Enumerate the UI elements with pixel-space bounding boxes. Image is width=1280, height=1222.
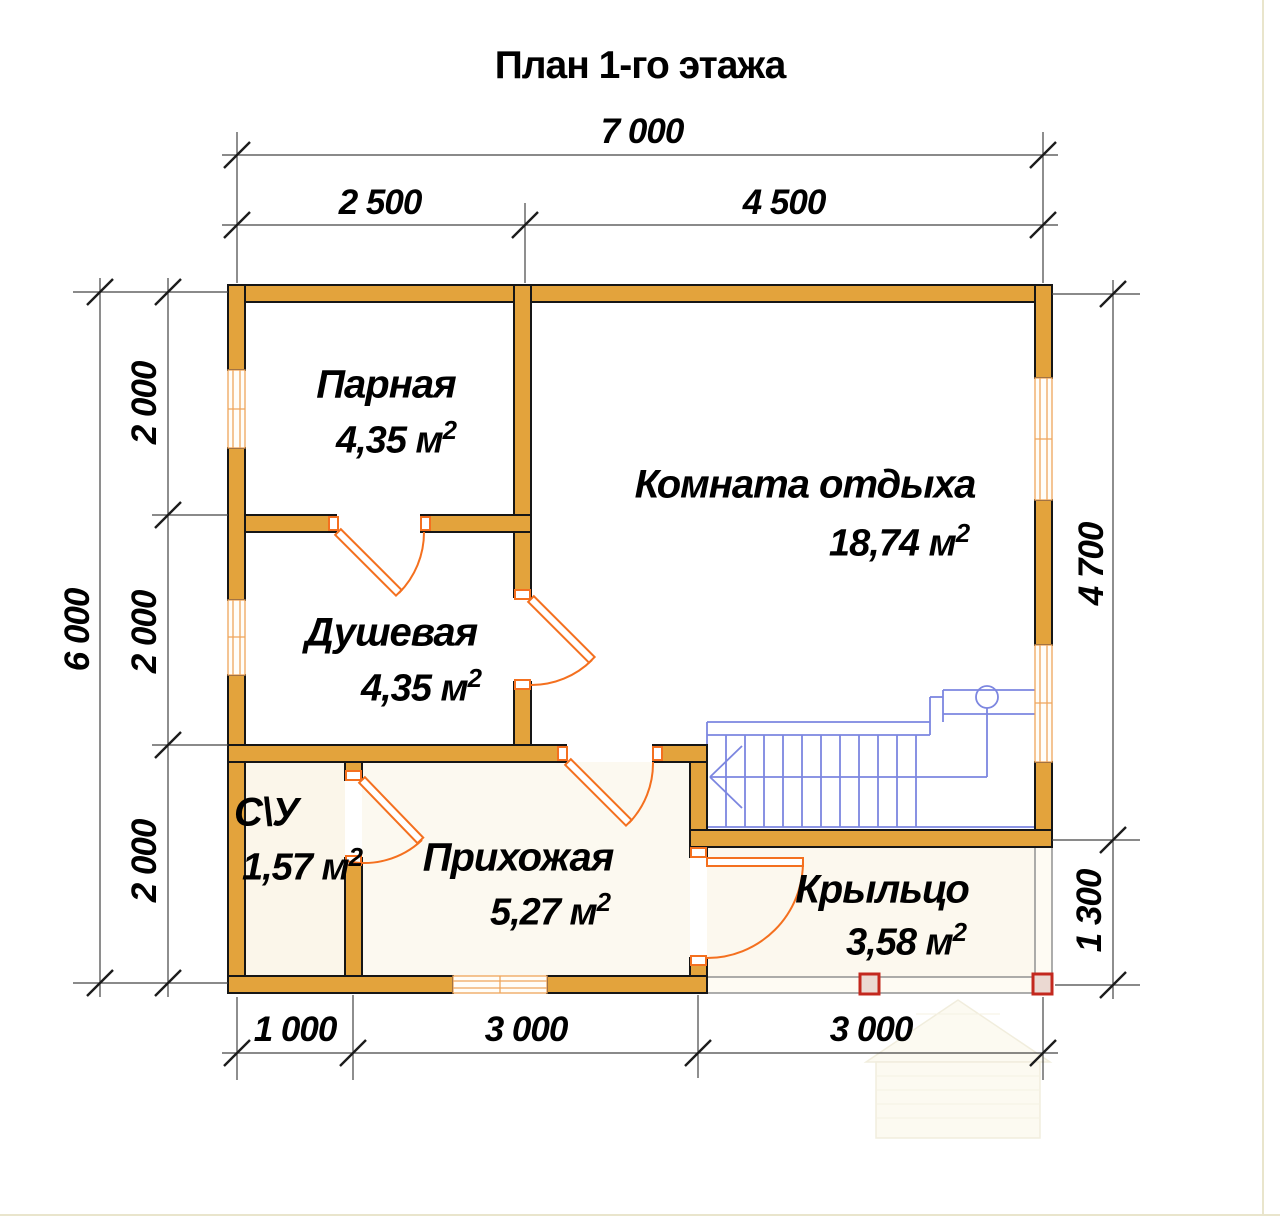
window-parnaya [227, 369, 246, 449]
door-su [345, 770, 425, 866]
room-label-dushevaya: Душевая [304, 610, 478, 655]
wall-top [227, 284, 1053, 303]
dim-bottom-2: 3 000 [484, 1010, 569, 1049]
dim-top-left: 2 500 [338, 183, 423, 222]
room-area-kryltso: 3,58 м2 [845, 918, 967, 964]
wall-parnaya-dushevaya-left [244, 514, 337, 533]
door-dushevaya [514, 589, 597, 690]
wall-dushevaya-right-upper [513, 531, 532, 598]
wall-parnaya-right [513, 284, 532, 533]
dimension-lines [73, 132, 1140, 1080]
plan-title: План 1-го этажа [494, 44, 787, 87]
door-entrance [690, 847, 804, 966]
dim-right-upper: 4 700 [1072, 522, 1111, 606]
wall-hall-top-left [227, 744, 567, 763]
staircase [706, 685, 1035, 828]
dim-bottom-1: 1 000 [253, 1010, 338, 1049]
window-dushevaya [227, 599, 246, 676]
dim-left-seg3: 2 000 [125, 819, 164, 903]
dimension-ticks [86, 141, 1127, 1067]
door-parnaya [328, 516, 431, 598]
dim-left-seg2: 2 000 [125, 590, 164, 674]
room-label-su: С\У [233, 790, 299, 835]
room-label-prihozhaya: Прихожая [422, 835, 615, 880]
doors [328, 516, 804, 966]
wall-right-seg2 [1034, 499, 1053, 646]
room-area-prihozhaya: 5,27 м2 [489, 888, 611, 934]
porch-posts [858, 972, 1054, 996]
window-right-lower [1034, 644, 1053, 763]
window-right-upper [1034, 377, 1053, 501]
room-label-komnata-otdyha: Комната отдыха [634, 462, 977, 507]
watermark-house-sketch [863, 999, 1053, 1139]
wall-bottom-right [546, 975, 708, 994]
wall-left-seg2 [227, 447, 246, 601]
wall-stairs-bottom [689, 829, 1053, 848]
windows [227, 369, 1053, 994]
dim-top-total: 7 000 [600, 112, 685, 151]
floor-tints [245, 762, 1035, 977]
dim-left-total: 6 000 [58, 588, 97, 672]
room-area-parnaya: 4,35 м2 [335, 416, 457, 462]
dim-top-right: 4 500 [742, 183, 827, 222]
wall-right-seg1 [1034, 284, 1053, 379]
room-area-komnata-otdyha: 18,74 м2 [828, 519, 970, 565]
room-area-su: 1,57 м2 [241, 843, 363, 889]
wall-bottom-left [227, 975, 454, 994]
room-area-dushevaya: 4,35 м2 [360, 664, 482, 710]
walls [227, 284, 1053, 994]
door-prihozhaya [557, 746, 663, 828]
dim-left-seg1: 2 000 [125, 361, 164, 445]
room-label-parnaya: Парная [316, 362, 456, 407]
wall-parnaya-dushevaya-right [420, 514, 532, 533]
window-hall-bottom [452, 975, 548, 994]
dim-right-lower: 1 300 [1070, 869, 1109, 953]
wall-left-seg1 [227, 284, 246, 371]
dim-bottom-3: 3 000 [829, 1010, 914, 1049]
room-label-kryltso: Крыльцо [795, 867, 970, 912]
